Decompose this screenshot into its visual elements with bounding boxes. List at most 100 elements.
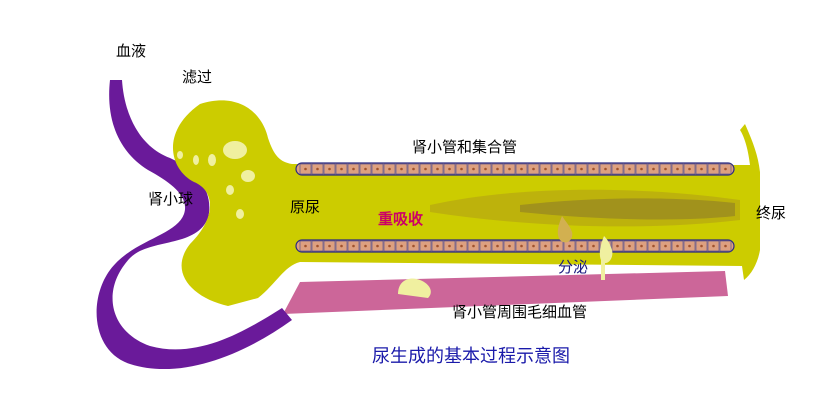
- cell-nucleus: [412, 244, 415, 248]
- cell-nucleus: [388, 244, 391, 248]
- cell-nucleus: [676, 167, 679, 171]
- reabsorption-label: 重吸收: [378, 210, 424, 228]
- cell-nucleus: [700, 167, 703, 171]
- cell-nucleus: [352, 244, 355, 248]
- cell-nucleus: [652, 244, 655, 248]
- cell-nucleus: [400, 244, 403, 248]
- cell-nucleus: [508, 167, 511, 171]
- cell-nucleus: [340, 167, 343, 171]
- cell-nucleus: [640, 167, 643, 171]
- cell-nucleus: [436, 167, 439, 171]
- cell-nucleus: [448, 167, 451, 171]
- cell-nucleus: [412, 167, 415, 171]
- diagram-caption: 尿生成的基本过程示意图: [372, 346, 570, 367]
- cell-nucleus: [532, 244, 535, 248]
- cell-nucleus: [712, 244, 715, 248]
- droplet-icon: [557, 216, 573, 243]
- cell-nucleus: [520, 244, 523, 248]
- cell-nucleus: [532, 167, 535, 171]
- cell-nucleus: [688, 167, 691, 171]
- cell-nucleus: [352, 167, 355, 171]
- cell-nucleus: [616, 167, 619, 171]
- cell-nucleus: [568, 244, 571, 248]
- glomerulus-label: 肾小球: [148, 190, 194, 208]
- cell-nucleus: [316, 244, 319, 248]
- cell-nucleus: [484, 244, 487, 248]
- cell-nucleus: [520, 167, 523, 171]
- cell-nucleus: [724, 244, 727, 248]
- cell-nucleus: [484, 167, 487, 171]
- cell-nucleus: [472, 167, 475, 171]
- droplet-icon: [223, 141, 247, 159]
- cell-nucleus: [712, 167, 715, 171]
- cell-nucleus: [472, 244, 475, 248]
- cell-nucleus: [508, 244, 511, 248]
- cell-nucleus: [340, 244, 343, 248]
- cell-nucleus: [700, 244, 703, 248]
- cell-nucleus: [664, 244, 667, 248]
- filtration-droplets: [177, 141, 255, 219]
- cell-nucleus: [580, 244, 583, 248]
- cell-nucleus: [652, 167, 655, 171]
- droplet-icon: [193, 155, 199, 165]
- droplet-icon: [599, 236, 613, 264]
- cell-nucleus: [664, 167, 667, 171]
- cell-nucleus: [364, 167, 367, 171]
- tubule-wall-top: [295, 162, 735, 176]
- cell-nucleus: [400, 167, 403, 171]
- cell-nucleus: [316, 167, 319, 171]
- cell-nucleus: [376, 167, 379, 171]
- cell-nucleus: [676, 244, 679, 248]
- cell-nucleus: [496, 244, 499, 248]
- cell-nucleus: [688, 244, 691, 248]
- filtration-label: 滤过: [182, 68, 213, 86]
- cell-nucleus: [604, 167, 607, 171]
- capillary-label: 肾小管周围毛细血管: [452, 303, 588, 321]
- cell-nucleus: [424, 244, 427, 248]
- cell-nucleus: [328, 244, 331, 248]
- cell-nucleus: [448, 244, 451, 248]
- cell-nucleus: [388, 167, 391, 171]
- cell-nucleus: [328, 167, 331, 171]
- cell-nucleus: [628, 167, 631, 171]
- droplet-icon: [398, 278, 431, 298]
- cell-nucleus: [436, 244, 439, 248]
- cell-nucleus: [304, 167, 307, 171]
- reabsorption-gradient-core: [520, 198, 735, 220]
- droplet-icon: [177, 151, 183, 159]
- cell-nucleus: [460, 167, 463, 171]
- peritubular-capillary: [283, 271, 728, 314]
- cell-nucleus: [496, 167, 499, 171]
- tubule-label: 肾小管和集合管: [412, 138, 518, 156]
- cell-nucleus: [556, 244, 559, 248]
- cell-nucleus: [376, 244, 379, 248]
- cell-nucleus: [592, 167, 595, 171]
- blood-label: 血液: [116, 42, 147, 60]
- cell-nucleus: [592, 244, 595, 248]
- droplet-icon: [241, 170, 255, 182]
- primary-urine-label: 原尿: [290, 198, 321, 216]
- blood-vessel: [96, 80, 293, 370]
- cell-nucleus: [460, 244, 463, 248]
- droplet-icon: [236, 209, 244, 219]
- cell-nucleus: [628, 244, 631, 248]
- secretion-stream: [601, 258, 605, 280]
- cell-nucleus: [304, 244, 307, 248]
- cell-nucleus: [616, 244, 619, 248]
- tubule-wall-bottom: [295, 239, 735, 253]
- cell-nucleus: [364, 244, 367, 248]
- secretion-label: 分泌: [558, 258, 589, 276]
- cell-nucleus: [568, 167, 571, 171]
- cell-nucleus: [424, 167, 427, 171]
- droplet-icon: [208, 154, 216, 166]
- cell-nucleus: [640, 244, 643, 248]
- cell-nucleus: [544, 167, 547, 171]
- droplet-icon: [226, 185, 234, 195]
- cell-nucleus: [556, 167, 559, 171]
- final-urine-label: 终尿: [756, 204, 787, 222]
- cell-nucleus: [580, 167, 583, 171]
- cell-nucleus: [544, 244, 547, 248]
- cell-nucleus: [724, 167, 727, 171]
